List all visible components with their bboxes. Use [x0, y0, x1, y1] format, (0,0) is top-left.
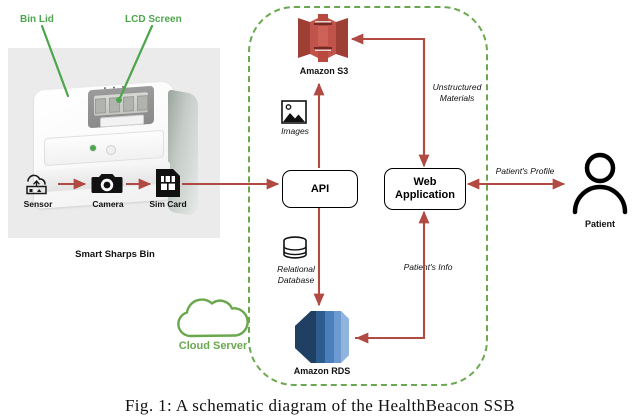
- cloud-sensor-icon: [18, 170, 58, 196]
- unstructured-materials-label: Unstructured Materials: [414, 82, 500, 104]
- figure-caption: Fig. 1: A schematic diagram of the Healt…: [124, 396, 516, 415]
- image-picture-icon: [281, 100, 307, 124]
- camera-label: Camera: [92, 199, 124, 209]
- callout-label-lcd-screen: LCD Screen: [125, 14, 182, 25]
- web-application-box[interactable]: Web Application: [384, 168, 466, 210]
- patients-profile-label: Patient's Profile: [495, 166, 555, 176]
- cloud-icon: [168, 292, 258, 348]
- api-label: API: [310, 182, 330, 195]
- camera-icon: [90, 170, 124, 196]
- bin-button: [106, 145, 116, 155]
- relational-db-line2: Database: [277, 275, 315, 285]
- bin-lid-callout-point: [90, 145, 96, 151]
- api-box[interactable]: API: [282, 170, 358, 208]
- lcd-callout-point: [116, 97, 122, 103]
- lcd-screen: [94, 92, 148, 116]
- images-label: Images: [281, 126, 309, 136]
- relational-database-label: Relational Database: [272, 264, 320, 286]
- web-app-label-line1: Web: [413, 176, 437, 188]
- amazon-rds-label: Amazon RDS: [293, 366, 351, 376]
- relational-db-line1: Relational: [277, 264, 315, 274]
- person-icon: [572, 152, 628, 215]
- patient-label: Patient: [584, 219, 615, 229]
- cloud-server-label: Cloud Server: [178, 340, 248, 352]
- sim-card-label: Sim Card: [149, 199, 187, 209]
- cloud-server-boundary: [248, 6, 488, 386]
- database-cylinder-icon: [282, 236, 308, 262]
- web-app-label-line2: Application: [395, 189, 455, 201]
- amazon-s3-label: Amazon S3: [299, 66, 349, 76]
- patients-info-label: Patient's Info: [403, 262, 453, 272]
- callout-label-bin-lid: Bin Lid: [20, 14, 54, 25]
- sim-card-icon: [155, 168, 181, 198]
- smart-sharps-bin-photo: [8, 48, 220, 238]
- sensor-label: Sensor: [23, 199, 53, 209]
- amazon-s3-bucket-icon: [296, 12, 350, 64]
- unstructured-line2: Materials: [439, 93, 475, 103]
- unstructured-line1: Unstructured: [432, 82, 482, 92]
- smart-sharps-bin-caption: Smart Sharps Bin: [75, 249, 155, 260]
- amazon-rds-icon: [294, 310, 350, 364]
